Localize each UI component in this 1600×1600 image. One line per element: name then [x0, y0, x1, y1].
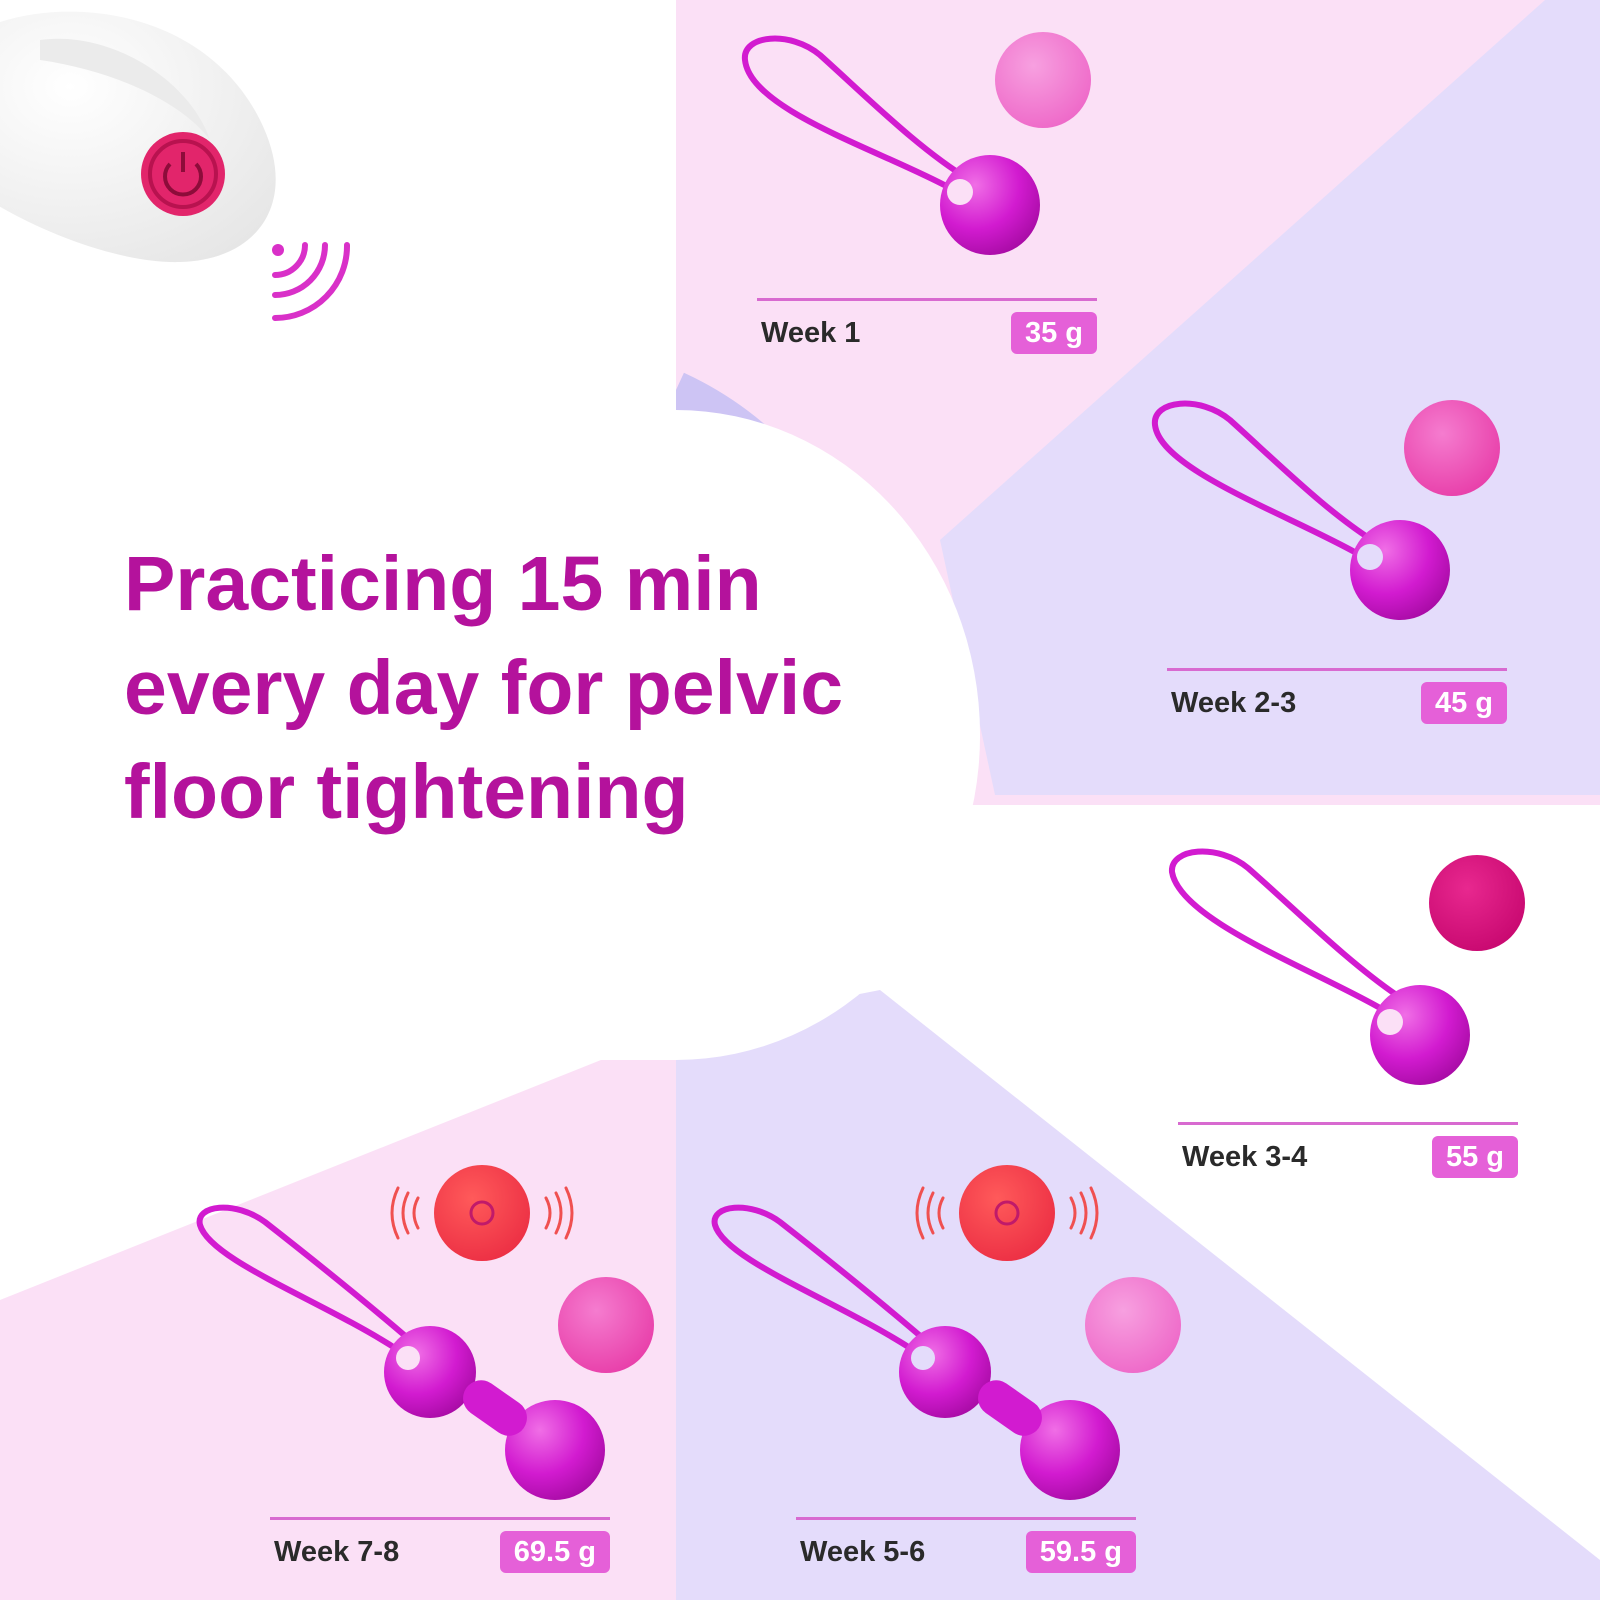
week-label: Week 7-8	[274, 1536, 400, 1568]
weight-badge: 35 g	[1010, 312, 1097, 354]
stage-card-week-1: Week 1 35 g	[757, 298, 1097, 358]
wireless-signal-icon	[272, 242, 351, 321]
week-label: Week 5-6	[800, 1536, 926, 1568]
divider	[757, 298, 1097, 301]
stage-card-week-7-8: Week 7-8 69.5 g	[270, 1517, 610, 1577]
weight-badge: 55 g	[1431, 1136, 1518, 1178]
weight-badge: 59.5 g	[1025, 1531, 1136, 1573]
product-week-2-3	[1151, 400, 1500, 620]
stage-card-week-3-4: Week 3-4 55 g	[1178, 1122, 1518, 1182]
headline-line-1: Practicing 15 min	[124, 541, 762, 627]
headline-line-3: floor tightening	[124, 749, 689, 835]
divider	[1178, 1122, 1518, 1125]
week-label: Week 2-3	[1171, 687, 1297, 719]
weight-badge: 45 g	[1420, 682, 1507, 724]
headline-line-2: every day for pelvic	[124, 645, 844, 731]
divider	[1167, 668, 1507, 671]
product-week-5-6	[711, 1165, 1181, 1500]
power-icon	[163, 162, 203, 197]
white-center-disc	[0, 410, 981, 1060]
stage-card-week-2-3: Week 2-3 45 g	[1167, 668, 1507, 728]
product-week-7-8	[196, 1165, 654, 1500]
week-label: Week 1	[761, 317, 861, 349]
vibration-waves-icon	[390, 1186, 574, 1240]
vibration-waves-icon	[915, 1186, 1099, 1240]
week-label: Week 3-4	[1182, 1141, 1308, 1173]
product-week-3-4	[1169, 848, 1525, 1085]
product-week-1	[741, 32, 1091, 255]
stage-card-week-5-6: Week 5-6 59.5 g	[796, 1517, 1136, 1577]
headline: Practicing 15 min every day for pelvic f…	[124, 532, 924, 844]
remote-control-icon	[0, 11, 276, 263]
divider	[270, 1517, 610, 1520]
divider	[796, 1517, 1136, 1520]
weight-badge: 69.5 g	[499, 1531, 610, 1573]
